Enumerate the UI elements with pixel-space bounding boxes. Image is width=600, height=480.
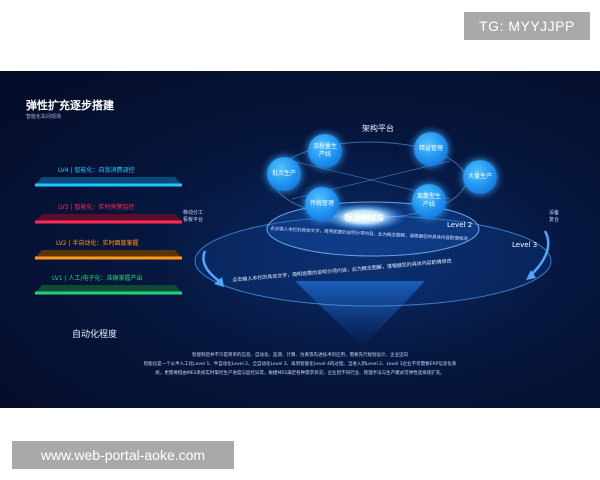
node-discrete-production-line: 离散型生产线: [412, 184, 446, 218]
mes-core-glow: [322, 203, 406, 231]
level-bar-lv4: [35, 177, 182, 187]
mes-core-label: 标准MES: [344, 214, 384, 224]
level-bar-lv1: [35, 285, 182, 295]
left-title: 弹性扩充逐步搭建: [26, 99, 114, 112]
watermark-top: TG: MYYJJPP: [464, 12, 590, 40]
node-lean-management: 精益管理: [414, 132, 448, 166]
node-traditional-management: 传统管理: [305, 187, 339, 221]
description-line-3: 统，更需要搭由MES系统实时掌控生产进度与监控异常，敏捷MES满足各种需求状况，…: [155, 371, 445, 376]
mes-diagram-panel: 弹性扩充逐步搭建 智能化车间现场 LV4 | 智能化：自我消费调控 LV3 | …: [0, 71, 600, 408]
side-label-right: 设备复合: [549, 210, 560, 223]
left-subtitle: 智能化车间现场: [26, 114, 62, 120]
automation-degree-label: 自动化程度: [72, 330, 118, 340]
level-bar-lv2: [35, 250, 182, 260]
level-bar-lv3: [35, 214, 182, 224]
description-line-1: 智能制造并不只是简单的信息、自动化、监测、计算、仿真等先进技术的应用，需要先行规…: [192, 353, 408, 358]
side-label-left: 移动分工看板平台: [183, 210, 204, 223]
node-batch-production: 批次生产: [267, 157, 301, 191]
arc-right-arrow: [529, 230, 550, 277]
diagram-graphics: [35, 141, 552, 347]
level2-label: Level 2: [447, 221, 473, 229]
level-label-lv1: LV1 | 人工/电子化：准确掌握产出: [52, 275, 143, 282]
level-label-lv4: LV4 | 智能化：自我消费调控: [58, 167, 135, 174]
level-label-lv2: LV2 | 半自动化：实时面度掌握: [56, 240, 139, 247]
level3-label: Level 3: [512, 241, 538, 249]
level-label-lv3: LV3 | 智能化：实时预警监控: [58, 204, 135, 211]
watermark-bottom: www.web-portal-aoke.com: [12, 441, 234, 469]
cone-shape: [295, 281, 425, 347]
node-flow-production-line: 流程量生产线: [308, 134, 342, 168]
node-mass-production: 大量生产: [463, 160, 497, 194]
architecture-title: 架构平台: [362, 124, 394, 133]
description-line-2: 智能化是一个从半人工化Level 1、半自动化Level 2、全自动化Level…: [143, 362, 457, 367]
